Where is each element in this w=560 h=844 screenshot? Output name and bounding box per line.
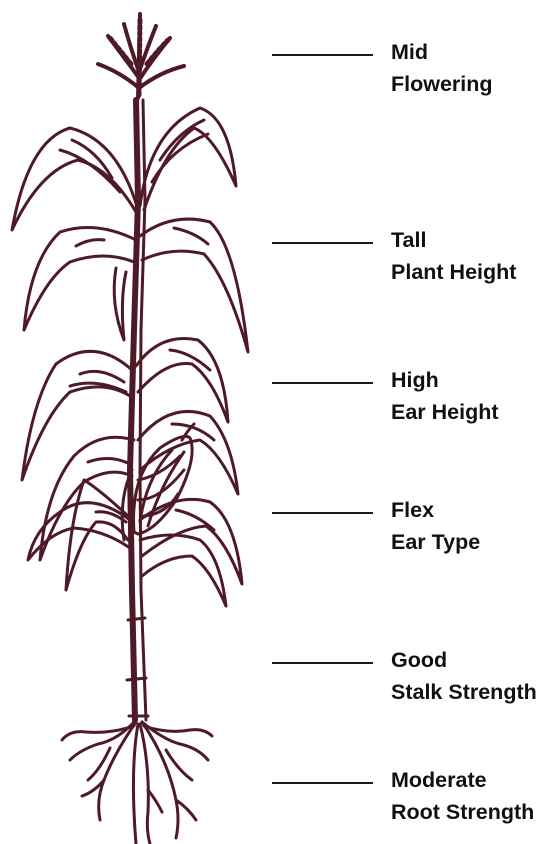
trait-stalk-strength: Good Stalk Strength	[272, 644, 560, 708]
trait-label: Plant Height	[391, 256, 516, 288]
trait-label: Flowering	[391, 68, 493, 100]
trait-label: Stalk Strength	[391, 676, 537, 708]
leader-line	[272, 662, 373, 664]
trait-value: Flex	[391, 494, 480, 526]
trait-ear-type: Flex Ear Type	[272, 494, 560, 558]
roots	[62, 720, 212, 844]
trait-label: Root Strength	[391, 796, 534, 828]
trait-value: Mid	[391, 36, 493, 68]
trait-flowering: Mid Flowering	[272, 36, 560, 100]
trait-plant-height: Tall Plant Height	[272, 224, 560, 288]
trait-label: Ear Type	[391, 526, 480, 558]
leader-line	[272, 782, 373, 784]
leader-line	[272, 54, 373, 56]
trait-value: Good	[391, 644, 537, 676]
trait-value: Moderate	[391, 764, 534, 796]
leader-line	[272, 242, 373, 244]
leader-line	[272, 512, 373, 514]
trait-value: Tall	[391, 224, 516, 256]
trait-ear-height: High Ear Height	[272, 364, 560, 428]
trait-label: Ear Height	[391, 396, 499, 428]
upper-leaves	[12, 108, 248, 352]
trait-root-strength: Moderate Root Strength	[272, 764, 560, 828]
leader-line	[272, 382, 373, 384]
corn-plant-icon	[0, 0, 270, 844]
trait-value: High	[391, 364, 499, 396]
